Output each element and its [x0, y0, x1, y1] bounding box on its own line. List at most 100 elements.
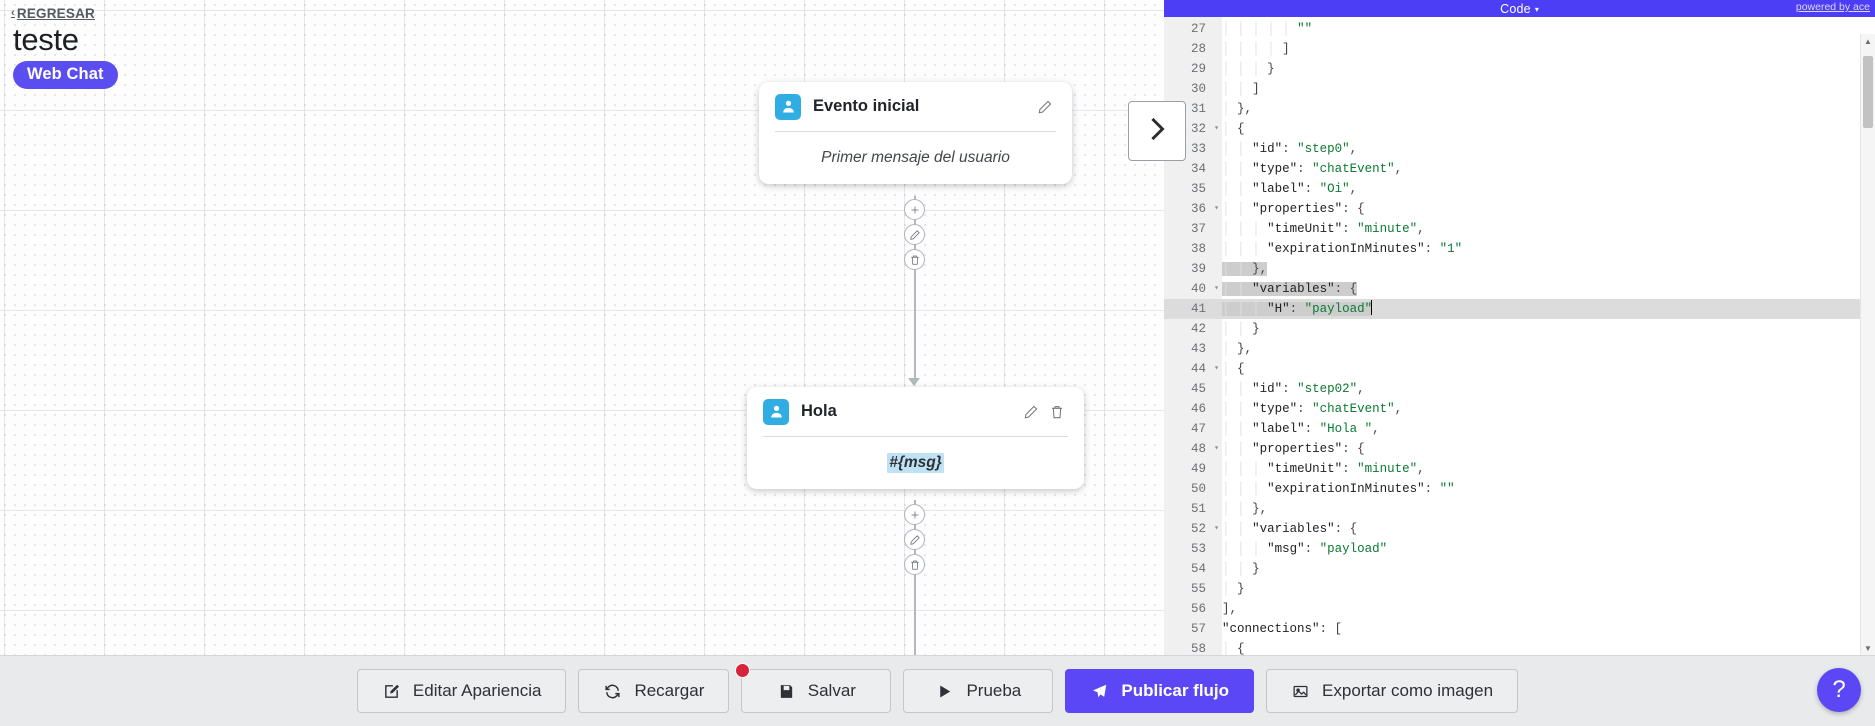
- code-panel-title: Code: [1500, 1, 1531, 16]
- code-line[interactable]: │ │ "label": "Hola ",: [1222, 422, 1380, 436]
- line-number: 46: [1190, 402, 1206, 416]
- line-number: 27: [1190, 22, 1206, 36]
- toolbar-button-label: Prueba: [966, 681, 1022, 700]
- flow-canvas[interactable]: ‹ REGRESAR teste Web Chat Evento inicial…: [0, 0, 1164, 655]
- code-line[interactable]: │ │ },: [1222, 262, 1268, 276]
- code-line[interactable]: │ },: [1222, 342, 1253, 356]
- code-line[interactable]: │ │ │ "expirationInMinutes": "": [1222, 482, 1455, 496]
- edit-icon[interactable]: [1020, 401, 1042, 423]
- code-line[interactable]: │ │ │ }: [1222, 62, 1275, 76]
- add-icon[interactable]: [904, 504, 925, 525]
- code-line[interactable]: │ │ }: [1222, 322, 1260, 336]
- unsaved-changes-badge: [735, 663, 751, 678]
- connector-actions-2[interactable]: [904, 504, 925, 579]
- flow-node-variable: #{msg}: [887, 453, 944, 473]
- code-line[interactable]: │ │ │ "H": "payload": [1222, 299, 1875, 319]
- delete-icon[interactable]: [904, 249, 925, 270]
- help-button[interactable]: ?: [1817, 668, 1861, 712]
- code-line[interactable]: │ │ }: [1222, 562, 1260, 576]
- toolbar-button-salvar[interactable]: Salvar: [735, 663, 892, 713]
- fold-toggle-icon[interactable]: ▾: [1214, 124, 1219, 133]
- code-line[interactable]: │ │ │ "expirationInMinutes": "1": [1222, 242, 1463, 256]
- delete-icon[interactable]: [904, 554, 925, 575]
- code-line[interactable]: │ │ │ "msg": "payload": [1222, 542, 1388, 556]
- line-number: 29: [1190, 62, 1206, 76]
- line-number: 57: [1190, 622, 1206, 636]
- code-line[interactable]: │ │ "properties": {: [1222, 442, 1365, 456]
- flow-node-evento-inicial[interactable]: Evento inicial Primer mensaje del usuari…: [759, 82, 1072, 184]
- fold-toggle-icon[interactable]: ▾: [1214, 364, 1219, 373]
- line-number: 54: [1190, 562, 1206, 576]
- channel-badge: Web Chat: [13, 61, 118, 89]
- code-line[interactable]: │ │ ]: [1222, 82, 1260, 96]
- collapse-panel-button[interactable]: [1128, 101, 1186, 161]
- fold-toggle-icon[interactable]: ▾: [1214, 204, 1219, 213]
- toolbar-button-exportar-como-imagen[interactable]: Exportar como imagen: [1266, 669, 1519, 713]
- code-line[interactable]: │ │ "variables": {: [1222, 522, 1358, 536]
- line-number: 38: [1190, 242, 1206, 256]
- code-line[interactable]: │ },: [1222, 102, 1253, 116]
- flow-node-body: #{msg}: [763, 437, 1068, 489]
- code-line[interactable]: │ │ },: [1222, 502, 1268, 516]
- code-text-area[interactable]: │ │ │ │ │ "" │ │ │ │ ] │ │ │ } │ │ ] │ }, │ {…: [1222, 17, 1875, 655]
- fold-toggle-icon[interactable]: ▾: [1214, 284, 1219, 293]
- line-number: 41: [1164, 299, 1222, 319]
- page-title: teste: [13, 22, 79, 57]
- chevron-down-icon[interactable]: ▾: [1534, 5, 1539, 14]
- text-cursor: [1371, 300, 1373, 315]
- code-line[interactable]: │ │ │ "timeUnit": "minute",: [1222, 222, 1425, 236]
- delete-icon[interactable]: [1046, 401, 1068, 423]
- code-line[interactable]: │ │ "label": "Oi",: [1222, 182, 1358, 196]
- back-link[interactable]: ‹ REGRESAR: [11, 6, 95, 21]
- toolbar-button-editar-apariencia[interactable]: Editar Apariencia: [356, 669, 567, 713]
- connector-actions-1[interactable]: [904, 199, 925, 274]
- code-line[interactable]: │ │ "type": "chatEvent",: [1222, 402, 1403, 416]
- scroll-down-icon[interactable]: ▼: [1864, 643, 1872, 653]
- code-line[interactable]: │ │ "variables": {: [1222, 282, 1358, 296]
- code-line[interactable]: │ │ │ │ │ "": [1222, 22, 1313, 36]
- line-number: 49: [1190, 462, 1206, 476]
- edit-icon[interactable]: [904, 224, 925, 245]
- code-line[interactable]: │ {: [1222, 362, 1245, 376]
- code-line[interactable]: "connections": [: [1222, 622, 1343, 636]
- code-line[interactable]: │ │ "id": "step02",: [1222, 382, 1365, 396]
- line-number: 52▾: [1164, 519, 1222, 539]
- scroll-up-icon[interactable]: ▲: [1864, 36, 1872, 46]
- code-line[interactable]: │ {: [1222, 122, 1245, 136]
- code-line[interactable]: │ │ "type": "chatEvent",: [1222, 162, 1403, 176]
- code-line[interactable]: │ }: [1222, 582, 1245, 596]
- image-icon: [1291, 682, 1310, 701]
- connector-line-1: [914, 196, 916, 381]
- line-number: 37: [1190, 222, 1206, 236]
- line-number: 51: [1190, 502, 1206, 516]
- toolbar-button-recargar[interactable]: Recargar: [578, 669, 730, 713]
- chevron-right-icon: [1146, 114, 1168, 149]
- powered-by-ace-link[interactable]: powered by ace: [1795, 1, 1870, 13]
- edit-icon[interactable]: [1034, 96, 1056, 118]
- line-number: 31: [1190, 102, 1206, 116]
- add-icon[interactable]: [904, 199, 925, 220]
- line-number: 56: [1190, 602, 1206, 616]
- edit-icon[interactable]: [904, 529, 925, 550]
- toolbar-button-prueba[interactable]: Prueba: [903, 669, 1054, 713]
- fold-toggle-icon[interactable]: ▾: [1214, 524, 1219, 533]
- toolbar-button-label: Editar Apariencia: [412, 681, 542, 700]
- code-line[interactable]: ],: [1222, 602, 1238, 616]
- flow-node-header: Evento inicial: [775, 82, 1056, 132]
- toolbar-button-publicar-flujo[interactable]: Publicar flujo: [1065, 669, 1255, 713]
- code-line[interactable]: │ │ │ "timeUnit": "minute",: [1222, 462, 1425, 476]
- code-line[interactable]: │ {: [1222, 642, 1245, 655]
- play-icon: [935, 682, 954, 701]
- fold-toggle-icon[interactable]: ▾: [1214, 444, 1219, 453]
- code-line[interactable]: │ │ "properties": {: [1222, 202, 1365, 216]
- user-icon: [763, 398, 789, 425]
- code-line[interactable]: │ │ "id": "step0",: [1222, 142, 1358, 156]
- code-line[interactable]: │ │ │ │ ]: [1222, 42, 1290, 56]
- editor-vertical-scrollbar[interactable]: ▲ ▼: [1860, 34, 1875, 655]
- code-panel-header[interactable]: Code ▾ powered by ace: [1164, 0, 1875, 17]
- back-link-label: REGRESAR: [16, 6, 95, 21]
- scrollbar-thumb[interactable]: [1863, 56, 1873, 128]
- flow-node-hola[interactable]: Hola #{msg}: [747, 387, 1084, 489]
